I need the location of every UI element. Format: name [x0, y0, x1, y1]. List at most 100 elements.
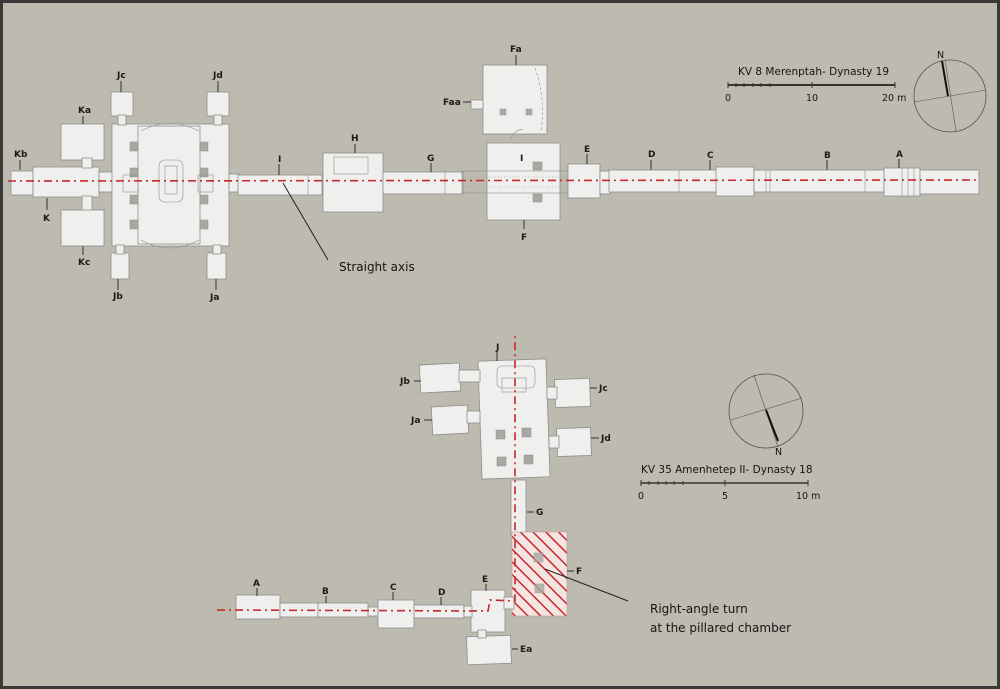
label-d: D: [438, 588, 445, 598]
pillar: [521, 427, 532, 438]
doorway: [503, 596, 515, 610]
pit: [333, 156, 369, 175]
label-a: A: [896, 150, 903, 160]
label-jd: Jd: [600, 434, 611, 444]
corridor-b: [753, 169, 885, 193]
label-kc: Kc: [78, 258, 90, 268]
scale-tick-0: 0: [638, 491, 644, 502]
room-f: [486, 142, 561, 221]
room-h: [322, 152, 384, 213]
label-ja: Ja: [410, 416, 420, 426]
label-b: B: [824, 151, 831, 161]
label-h: H: [351, 134, 359, 144]
label-c: C: [707, 151, 714, 161]
label-fa: Fa: [510, 45, 522, 55]
label-e: E: [584, 145, 590, 155]
doorway: [466, 410, 481, 424]
sunken-crypt: [137, 125, 201, 245]
annotation-pointer: [544, 568, 629, 602]
corridor-b-c: [367, 606, 379, 617]
kv35-scale-bar: 0 5 10 m: [638, 480, 820, 502]
stairs: [501, 377, 527, 393]
kv8-title: KV 8 Merenptah- Dynasty 19: [738, 66, 889, 78]
kv8-labels: Kb K Ka Kc Jc Jd Jb Ja I H G Fa Faa: [14, 45, 903, 303]
pillar: [534, 583, 545, 594]
room-c: [377, 599, 415, 629]
kv35-labels: J Jb Jc Ja Jd G F E Ea A B C D: [253, 343, 611, 655]
label-ja: Ja: [209, 293, 219, 303]
label-j: J: [495, 343, 499, 353]
pillar: [129, 141, 139, 152]
label-kb: Kb: [14, 150, 28, 160]
room-kc: [60, 209, 105, 247]
room-ea: [466, 634, 512, 666]
doorway: [458, 369, 481, 383]
pillar: [199, 167, 209, 178]
label-f: F: [576, 567, 582, 577]
room-jc: [554, 377, 591, 408]
room-kb: [10, 170, 34, 196]
pillar: [523, 454, 534, 465]
pillar: [129, 194, 139, 205]
room-k: [32, 166, 100, 198]
sarcophagus: [496, 365, 536, 389]
label-i: I: [278, 155, 281, 165]
dashed-wall: [534, 67, 543, 132]
diagram-canvas: Kb K Ka Kc Jc Jd Jb Ja I H G Fa Faa: [3, 3, 997, 686]
label-f: F: [521, 233, 527, 243]
doorway: [477, 629, 487, 639]
scale-tick-10: 10 m: [796, 491, 820, 502]
kv8-compass-icon: N: [913, 50, 987, 133]
doorway: [81, 195, 93, 211]
room-jb: [110, 252, 130, 280]
room-jd: [556, 427, 592, 457]
door-swing: [509, 129, 524, 141]
annotation-straight-axis: Straight axis: [339, 260, 415, 274]
scale-tick-10: 10: [806, 93, 818, 104]
kv35-plan: J Jb Jc Ja Jd G F E Ea A B C D: [216, 332, 820, 666]
label-ka: Ka: [78, 106, 91, 116]
room-jb: [418, 362, 462, 394]
scale-tick-20: 20 m: [882, 93, 906, 104]
stairs: [122, 174, 139, 193]
kv8-scale-bar: 0 10 20 m: [725, 82, 906, 104]
compass-n: N: [775, 447, 782, 458]
scale-tick-5: 5: [722, 491, 728, 502]
entrance: [919, 169, 980, 195]
label-c: C: [390, 583, 397, 593]
label-jb: Jb: [112, 292, 123, 302]
label-jb: Jb: [399, 377, 410, 387]
label-f-upper: I: [520, 154, 523, 164]
label-faa: Faa: [443, 98, 461, 108]
label-d: D: [648, 150, 655, 160]
label-g: G: [536, 508, 543, 518]
annotation-line-2: at the pillared chamber: [650, 621, 791, 635]
pillar: [129, 167, 139, 178]
pillar: [199, 141, 209, 152]
pillar: [495, 429, 506, 440]
label-g: G: [427, 154, 434, 164]
label-jc: Jc: [116, 71, 126, 81]
doorway: [228, 173, 240, 193]
room-jd: [206, 91, 230, 117]
annotation-line-1: Right-angle turn: [650, 602, 748, 616]
doorway: [548, 435, 560, 449]
room-ja: [430, 404, 470, 436]
room-ka: [60, 123, 105, 161]
corridor-i: [237, 174, 323, 196]
label-jc: Jc: [598, 384, 608, 394]
pillar: [533, 552, 544, 563]
doorway: [98, 171, 114, 193]
doorway: [117, 114, 127, 126]
pillar: [199, 194, 209, 205]
pillar: [129, 219, 139, 230]
crypt-arcs: [140, 123, 200, 249]
corridor-g: [382, 171, 464, 195]
pillar: [525, 108, 533, 116]
kv8-plan: Kb K Ka Kc Jc Jd Jb Ja I H G Fa Faa: [7, 45, 987, 303]
room-ja: [206, 252, 227, 280]
label-k: K: [43, 214, 51, 224]
label-b: B: [322, 587, 329, 597]
label-e: E: [482, 575, 488, 585]
room-c: [715, 166, 755, 197]
